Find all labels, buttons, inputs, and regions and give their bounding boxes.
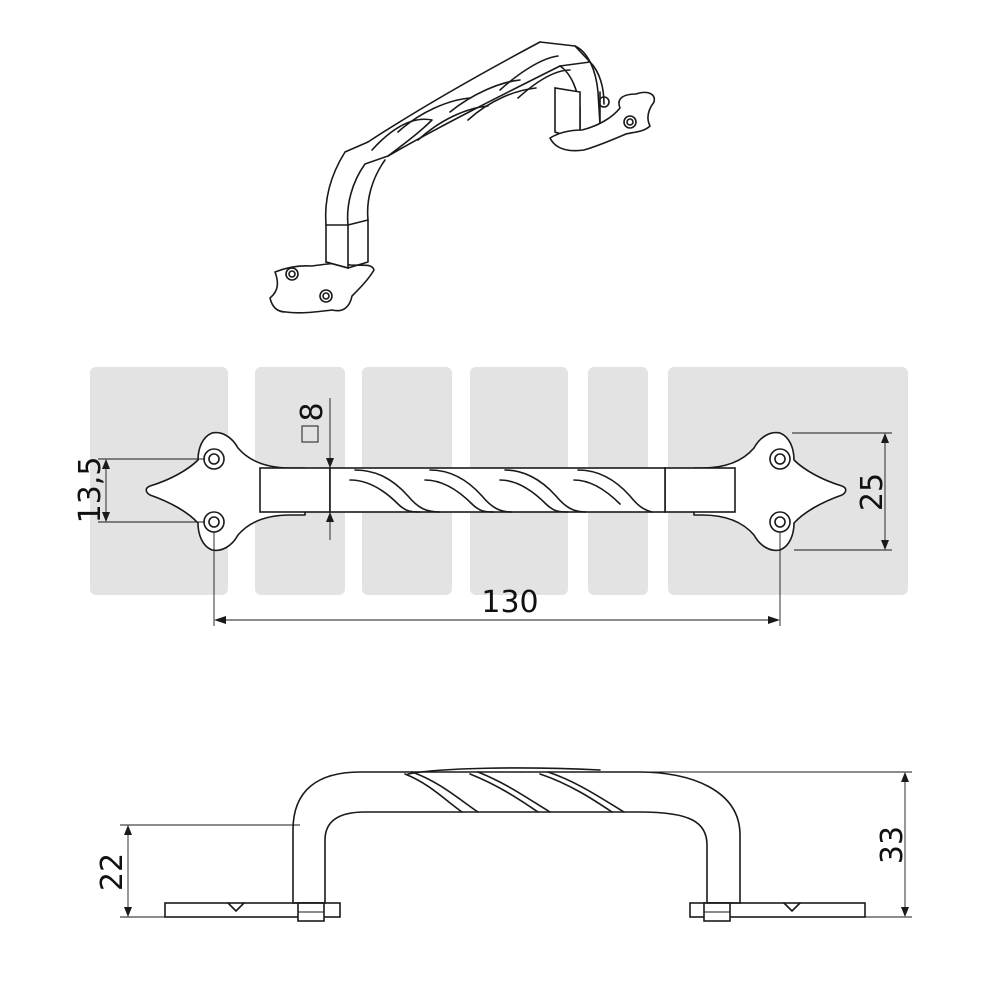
isometric-view: [269, 41, 656, 314]
side-view-dimensions: [120, 771, 912, 918]
side-view: [164, 767, 866, 922]
dim-plate-height: 25: [855, 473, 890, 511]
dim-grip-clearance: 22: [95, 853, 130, 891]
top-view: [145, 431, 847, 552]
dim-overall-height: 33: [875, 826, 910, 864]
dim-hole-spacing-vertical: 13,5: [73, 457, 108, 524]
right-mounting-plate: [693, 431, 847, 552]
dim-bar-square-size: 8: [295, 402, 330, 421]
dim-hole-center-distance: 130: [481, 585, 538, 620]
left-mounting-plate: [145, 431, 306, 552]
top-view-dimensions: [98, 398, 892, 626]
